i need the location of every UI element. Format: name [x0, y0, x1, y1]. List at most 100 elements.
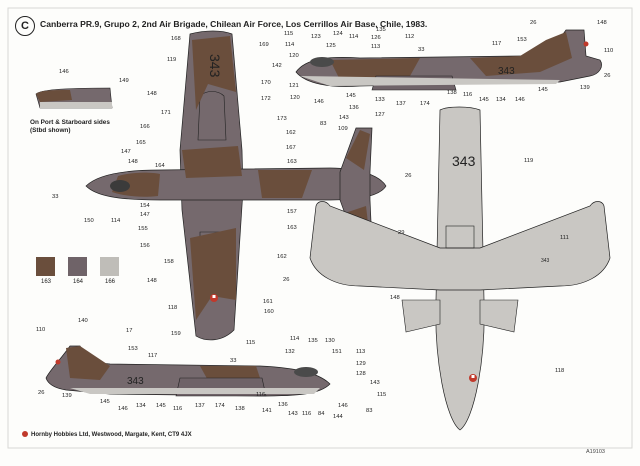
callout-number: 143	[339, 115, 349, 121]
callout-number: 163	[287, 225, 297, 231]
callout-number: 149	[119, 78, 129, 84]
callout-number: 26	[283, 277, 289, 283]
callout-number: 116	[302, 411, 311, 417]
callout-number: 134	[496, 97, 506, 103]
callout-number: 114	[111, 218, 121, 224]
callout-number: 26	[38, 390, 44, 396]
camo-patch	[190, 228, 236, 320]
callout-number: 139	[62, 393, 72, 399]
callout-number: 119	[524, 158, 533, 164]
sheet-code: A19103	[586, 449, 605, 455]
callout-number: 113	[371, 44, 380, 50]
callout-number: 29	[398, 230, 404, 236]
callout-number: 135	[376, 27, 386, 33]
callout-number: 113	[356, 349, 365, 355]
callout-number: 139	[580, 85, 590, 91]
callout-number: 144	[333, 414, 343, 420]
callout-number: 168	[171, 36, 181, 42]
side-view-undersurface	[300, 76, 560, 86]
callout-number: 26	[604, 73, 610, 79]
callout-number: 146	[118, 406, 128, 412]
callout-number: 153	[517, 37, 527, 43]
callout-number: 162	[286, 130, 296, 136]
callout-number: 161	[263, 299, 273, 305]
callout-number: 148	[597, 20, 607, 26]
callout-number: 146	[338, 403, 348, 409]
callout-number: 163	[287, 159, 297, 165]
side-view-port: 343	[45, 345, 331, 397]
top-view-fuselage	[85, 167, 387, 201]
callout-number: 158	[164, 259, 174, 265]
callout-number: 140	[78, 318, 88, 324]
callout-number: 129	[356, 361, 366, 367]
callout-number: 138	[447, 90, 457, 96]
underside-tailplane	[479, 299, 519, 333]
top-view-canopy	[110, 180, 130, 192]
callout-number: 117	[148, 353, 157, 359]
callout-number: 167	[286, 145, 296, 151]
swatch-label: 164	[72, 279, 83, 285]
callout-number: 124	[333, 31, 343, 37]
callout-number: 136	[349, 105, 359, 111]
callout-number: 117	[492, 41, 501, 47]
callout-number: 151	[332, 349, 342, 355]
callout-number: 141	[262, 408, 272, 414]
callout-number: 116	[463, 92, 472, 98]
detail-panel-strip	[40, 102, 112, 108]
side-note: On Port & Starboard sides (Stbd shown)	[30, 119, 110, 134]
camo-patch	[192, 36, 236, 110]
underside-serial: 343	[452, 153, 476, 169]
callout-number: 83	[320, 121, 326, 127]
callout-number: 150	[84, 218, 94, 224]
callout-number: 146	[314, 99, 324, 105]
callout-number: 174	[215, 403, 225, 409]
callout-number: 115	[377, 392, 386, 398]
callout-number: 164	[155, 163, 165, 169]
view-badge: C	[15, 16, 35, 36]
swatch-label: 163	[40, 279, 51, 285]
callout-number: 84	[318, 411, 325, 417]
side-view-serial: 343	[127, 376, 144, 387]
camo-patch	[36, 90, 72, 102]
camo-patch	[470, 32, 572, 76]
callout-number: 169	[259, 42, 269, 48]
underside-tailplane	[401, 299, 441, 333]
callout-number: 123	[311, 34, 321, 40]
callout-number: 132	[285, 349, 295, 355]
side-view-fin-flag	[55, 359, 61, 365]
callout-number: 156	[140, 243, 150, 249]
callout-number: 165	[136, 140, 146, 146]
callout-number: 146	[59, 69, 69, 75]
side-view-starboard: 343	[295, 29, 602, 91]
underside-bomb-bay	[445, 225, 475, 249]
side-view-canopy	[294, 367, 318, 377]
callout-number: 148	[128, 159, 138, 165]
callout-number: 145	[156, 403, 166, 409]
callout-layer: 1681691191701481711721731661651471481641…	[36, 20, 613, 420]
top-view-aircraft: 343	[85, 30, 387, 341]
callout-number: 125	[326, 43, 336, 49]
callout-number: 137	[195, 403, 205, 409]
camo-patch	[330, 58, 420, 80]
swatch-164	[68, 257, 87, 276]
underside-wing	[309, 201, 611, 291]
callout-number: 33	[230, 358, 236, 364]
camo-patch	[182, 146, 242, 178]
callout-number: 134	[136, 403, 146, 409]
hornby-logo-icon	[22, 431, 28, 437]
callout-number: 145	[100, 399, 110, 405]
callout-number: 135	[308, 338, 318, 344]
callout-number: 83	[366, 408, 372, 414]
top-view-roundel-star	[212, 295, 216, 298]
side-view-undersurface	[70, 388, 320, 394]
callout-number: 143	[288, 411, 298, 417]
sheet-frame	[7, 7, 633, 449]
callout-number: 148	[147, 91, 157, 97]
callout-number: 133	[375, 97, 385, 103]
callout-number: 136	[278, 402, 288, 408]
callout-number: 111	[560, 235, 569, 241]
callout-number: 138	[235, 406, 245, 412]
callout-number: 127	[375, 112, 385, 118]
camo-patch	[258, 170, 312, 198]
